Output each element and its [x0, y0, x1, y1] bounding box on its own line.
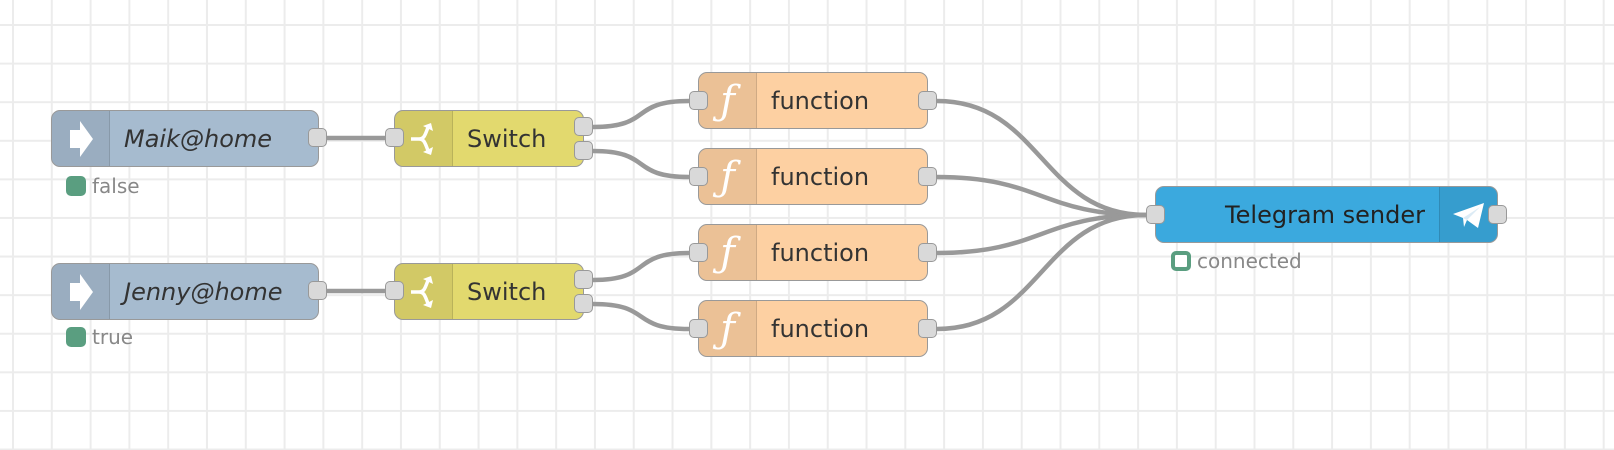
arrow-right-icon	[69, 273, 93, 310]
function-icon-area: ƒ	[699, 225, 757, 280]
node-label: Telegram sender	[1225, 200, 1425, 229]
node-label: function	[771, 238, 870, 267]
telegram-icon-area	[1439, 187, 1497, 242]
wire-switch_1-to-function_2[interactable]	[592, 148, 690, 180]
input-port[interactable]	[1146, 205, 1165, 224]
switch-icon	[410, 122, 433, 155]
inject-node-maik[interactable]: Maik@home	[51, 110, 319, 167]
function-icon: ƒ	[720, 229, 735, 276]
status-text: connected	[1197, 249, 1302, 273]
node-label: function	[771, 162, 870, 191]
function-node-4[interactable]: ƒ function	[698, 300, 928, 357]
wire-switch_2-to-function_3[interactable]	[592, 250, 690, 283]
switch-icon-area	[395, 111, 453, 166]
input-port[interactable]	[689, 243, 708, 262]
switch-icon-area	[395, 264, 453, 319]
input-port[interactable]	[689, 319, 708, 338]
output-port-1[interactable]	[574, 270, 593, 289]
status-text: true	[92, 325, 134, 349]
switch-node-2[interactable]: Switch	[394, 263, 584, 320]
output-port[interactable]	[918, 167, 937, 186]
inject-button[interactable]	[52, 111, 110, 166]
status-dot-icon	[66, 327, 86, 347]
function-icon: ƒ	[720, 77, 735, 124]
input-port[interactable]	[689, 91, 708, 110]
node-status: false	[66, 174, 140, 198]
node-status: connected	[1171, 249, 1302, 273]
node-label: Switch	[467, 124, 547, 153]
function-node-3[interactable]: ƒ function	[698, 224, 928, 281]
function-icon-area: ƒ	[699, 301, 757, 356]
wire-switch_1-to-function_1[interactable]	[592, 98, 690, 130]
input-port[interactable]	[385, 128, 404, 147]
node-label: Jenny@home	[124, 277, 283, 306]
switch-node-1[interactable]: Switch	[394, 110, 584, 167]
node-label: function	[771, 314, 870, 343]
arrow-right-icon	[69, 120, 93, 157]
status-dot-icon	[66, 176, 86, 196]
status-text: false	[92, 174, 140, 198]
output-port[interactable]	[1488, 205, 1507, 224]
wire-function_4-to-telegram[interactable]	[936, 212, 1147, 332]
node-label: Switch	[467, 277, 547, 306]
output-port[interactable]	[918, 91, 937, 110]
output-port-2[interactable]	[574, 294, 593, 313]
output-port[interactable]	[918, 319, 937, 338]
output-port-1[interactable]	[574, 117, 593, 136]
output-port-2[interactable]	[574, 141, 593, 160]
node-label: function	[771, 86, 870, 115]
function-icon-area: ƒ	[699, 149, 757, 204]
function-icon: ƒ	[720, 305, 735, 352]
inject-button[interactable]	[52, 264, 110, 319]
function-icon-area: ƒ	[699, 73, 757, 128]
input-port[interactable]	[385, 281, 404, 300]
node-status: true	[66, 325, 133, 349]
function-icon: ƒ	[720, 153, 735, 200]
output-port[interactable]	[918, 243, 937, 262]
telegram-sender-node[interactable]: Telegram sender	[1155, 186, 1498, 243]
input-port[interactable]	[689, 167, 708, 186]
wire-function_1-to-telegram[interactable]	[936, 98, 1147, 218]
node-label: Maik@home	[124, 124, 273, 153]
output-port[interactable]	[308, 128, 327, 147]
telegram-plane-icon	[1452, 202, 1484, 228]
wire-function_2-to-telegram[interactable]	[936, 174, 1147, 218]
output-port[interactable]	[308, 281, 327, 300]
inject-node-jenny[interactable]: Jenny@home	[51, 263, 319, 320]
wire-switch_2-to-function_4[interactable]	[592, 301, 690, 332]
switch-icon	[410, 275, 433, 308]
function-node-1[interactable]: ƒ function	[698, 72, 928, 129]
wire-function_3-to-telegram[interactable]	[936, 212, 1147, 256]
status-ring-icon	[1171, 251, 1191, 271]
function-node-2[interactable]: ƒ function	[698, 148, 928, 205]
